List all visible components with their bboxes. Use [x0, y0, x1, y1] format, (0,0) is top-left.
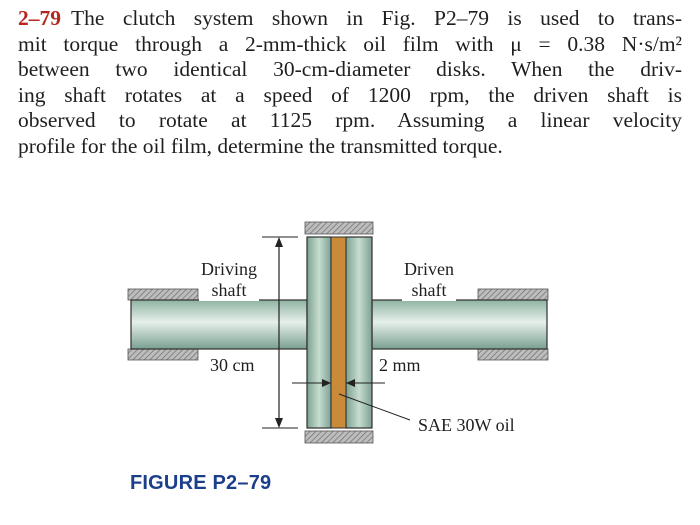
problem-line-4: ing shaft rotates at a speed of 1200 rpm…: [18, 82, 682, 107]
problem-line-5: observed to rotate at 1125 rpm. Assuming…: [18, 108, 682, 132]
oil-label: SAE 30W oil: [416, 415, 517, 436]
oil-leader-line: [338, 393, 411, 421]
problem-number: 2–79: [18, 6, 61, 30]
problem-statement: 2–79 The clutch system shown in Fig. P2–7…: [18, 6, 682, 159]
problem-line-6: profile for the oil film, determine the …: [18, 133, 503, 158]
driven-disk: [345, 236, 373, 429]
top-housing: [304, 221, 374, 235]
arrow-left-icon: [346, 379, 355, 387]
driving-disk: [306, 236, 332, 429]
figure-caption: FIGURE P2–79: [130, 472, 272, 494]
driving-label-line-1: Driving: [201, 259, 257, 279]
driving-label-line-2: shaft: [211, 280, 247, 300]
bottom-housing: [304, 430, 374, 444]
driving-shaft: [130, 299, 308, 350]
driven-label-line-1: Driven: [404, 259, 454, 279]
arrow-up-icon: [275, 237, 283, 247]
arrow-down-icon: [275, 418, 283, 428]
problem-line-1-text: The clutch system shown in Fig. P2–79 is…: [71, 6, 682, 30]
diameter-label: 30 cm: [208, 355, 257, 376]
left-upper-bearing: [127, 288, 199, 301]
gap-label: 2 mm: [377, 355, 423, 376]
driven-label-line-2: shaft: [411, 280, 447, 300]
left-lower-bearing: [127, 348, 199, 361]
driven-shaft: [371, 299, 548, 350]
right-upper-bearing: [477, 288, 549, 301]
oil-film: [330, 236, 347, 429]
driving-shaft-label: Driving shaft: [199, 259, 259, 301]
problem-line-3: between two identical 30-cm-diameter dis…: [18, 57, 682, 81]
problem-line-2: mit torque through a 2-mm-thick oil film…: [18, 31, 682, 56]
arrow-right-icon: [322, 379, 331, 387]
right-lower-bearing: [477, 348, 549, 361]
driven-shaft-label: Driven shaft: [402, 259, 456, 301]
problem-line-1: 2–79 The clutch system shown in Fig. P2–7…: [18, 6, 682, 32]
